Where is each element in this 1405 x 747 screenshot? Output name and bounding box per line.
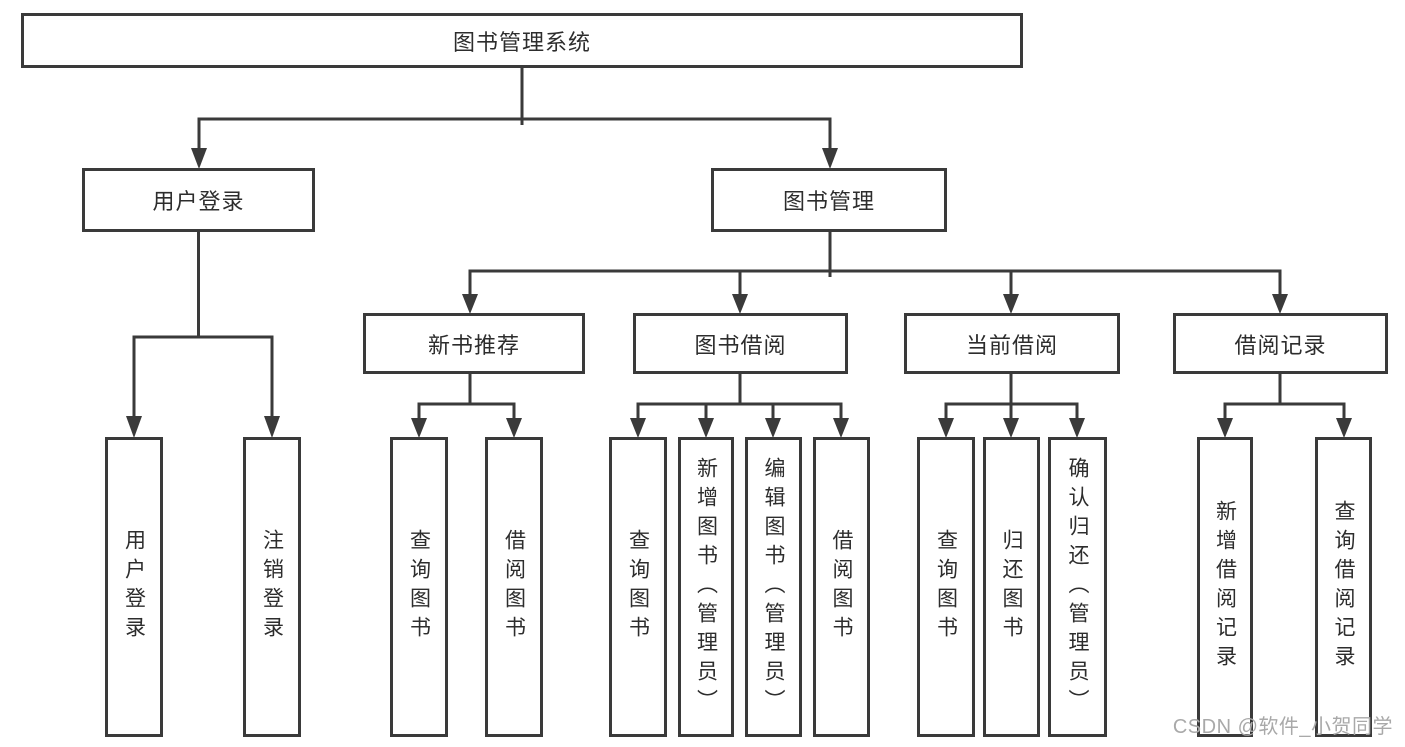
leaf-query-books-borrow: 查询图书 — [609, 437, 667, 737]
edge-current-borrow-to-leaves — [938, 372, 1085, 438]
leaf-edit-book-admin: 编辑图书（管理员） — [745, 437, 802, 737]
leaf-borrow-books: 借阅图书 — [813, 437, 870, 737]
edge-book-management-to-level3 — [462, 230, 1288, 314]
leaf-query-books-current: 查询图书 — [917, 437, 975, 737]
leaf-return-books: 归还图书 — [983, 437, 1040, 737]
node-current-borrow: 当前借阅 — [904, 313, 1120, 374]
node-book-borrow: 图书借阅 — [633, 313, 848, 374]
edge-book-borrow-to-leaves — [630, 372, 849, 438]
node-book-management: 图书管理 — [711, 168, 947, 232]
leaf-add-borrow-record: 新增借阅记录 — [1197, 437, 1253, 737]
node-new-book-recommend: 新书推荐 — [363, 313, 585, 374]
leaf-confirm-return-admin: 确认归还（管理员） — [1048, 437, 1107, 737]
leaf-borrow-books-recommend: 借阅图书 — [485, 437, 543, 737]
edge-borrow-records-to-leaves — [1217, 372, 1352, 438]
node-borrow-records: 借阅记录 — [1173, 313, 1388, 374]
leaf-user-login: 用户登录 — [105, 437, 163, 737]
leaf-add-book-admin: 新增图书（管理员） — [678, 437, 734, 737]
edge-new-book-recommend-to-leaves — [411, 372, 522, 438]
edge-user-login-to-leaves — [126, 230, 280, 438]
leaf-query-books-recommend: 查询图书 — [390, 437, 448, 737]
node-user-login: 用户登录 — [82, 168, 315, 232]
node-root-system: 图书管理系统 — [21, 13, 1023, 68]
edge-root-to-level2 — [191, 66, 838, 169]
leaf-query-borrow-record: 查询借阅记录 — [1315, 437, 1372, 737]
leaf-logout: 注销登录 — [243, 437, 301, 737]
csdn-watermark: CSDN @软件_小贺同学 — [1172, 716, 1393, 738]
